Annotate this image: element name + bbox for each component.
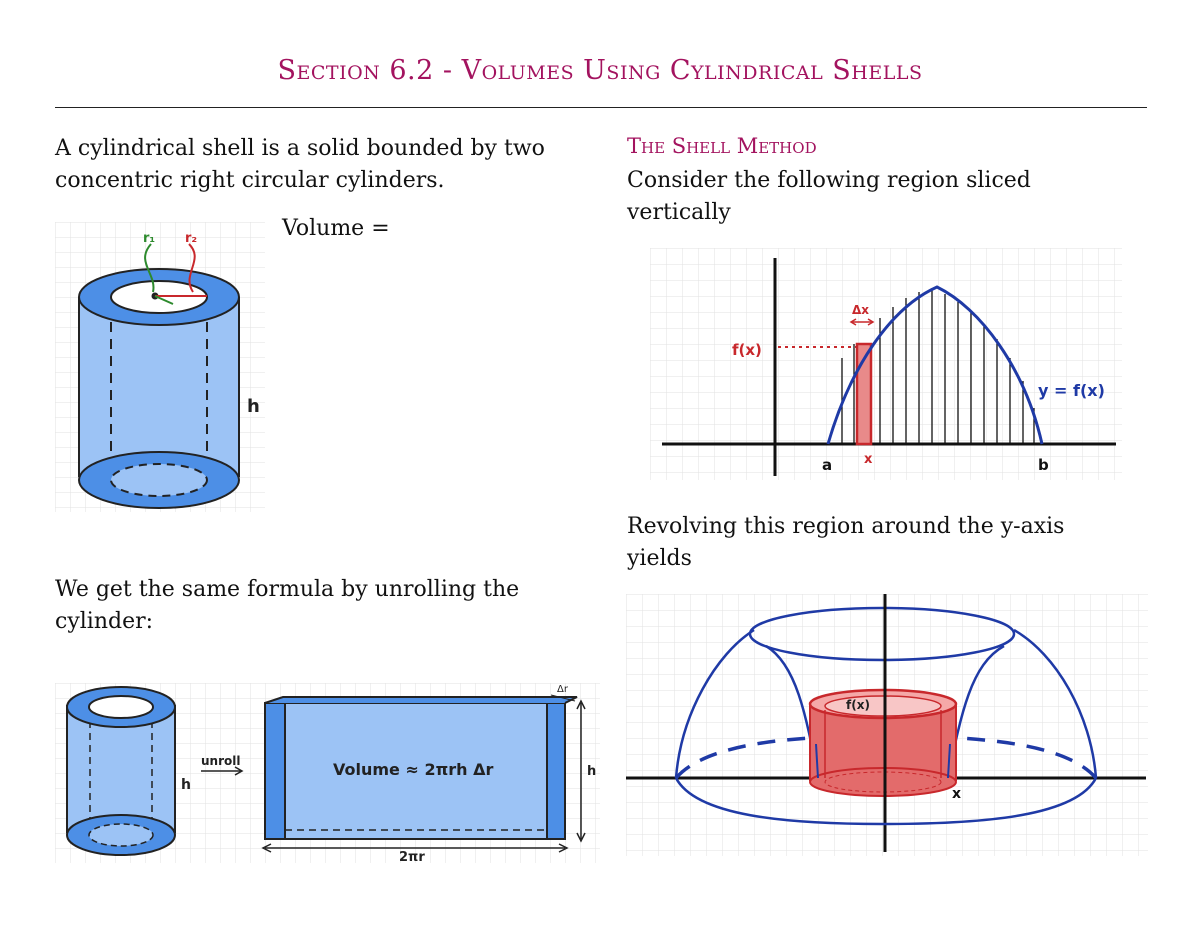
- fx-label: f(x): [732, 341, 762, 359]
- revolve-text: Revolving this region around the y-axis …: [627, 514, 1065, 571]
- a-label: a: [822, 456, 832, 474]
- r2-label: r₂: [185, 231, 197, 246]
- revolved-solid-figure: f(x) x: [626, 594, 1148, 856]
- small-h-label: h: [181, 777, 191, 793]
- x-axis-label: x: [952, 786, 961, 802]
- unroll-figure: h unroll Volume ≈ 2πrh Δr Δr h 2πr: [55, 683, 600, 863]
- title-divider: [55, 107, 1147, 108]
- b-label: b: [1038, 456, 1049, 474]
- intro-text: A cylindrical shell is a solid bounded b…: [55, 136, 545, 193]
- sliced-region-figure: f(x) Δx y = f(x) a x b: [650, 248, 1122, 480]
- consider-text: Consider the following region sliced ver…: [627, 168, 1031, 225]
- width-label: 2πr: [399, 850, 425, 863]
- unroll-label: unroll: [201, 754, 240, 768]
- cylindrical-shell-figure: r₁ r₂ h: [55, 222, 265, 512]
- dx-label: Δx: [852, 303, 869, 317]
- volume-label: Volume =: [282, 216, 390, 241]
- slab-h-label: h: [587, 764, 596, 779]
- r1-label: r₁: [143, 231, 155, 246]
- shell-method-heading: The Shell Method: [627, 134, 817, 158]
- formula-label: Volume ≈ 2πrh Δr: [333, 760, 493, 779]
- height-label: h: [247, 396, 260, 417]
- unroll-text: We get the same formula by unrolling the…: [55, 577, 520, 634]
- curve-label: y = f(x): [1038, 381, 1105, 400]
- x-label: x: [864, 452, 873, 467]
- fx-top-label: f(x): [846, 698, 870, 712]
- page-title: Section 6.2 - Volumes Using Cylindrical …: [277, 55, 923, 86]
- dr-label: Δr: [557, 684, 569, 695]
